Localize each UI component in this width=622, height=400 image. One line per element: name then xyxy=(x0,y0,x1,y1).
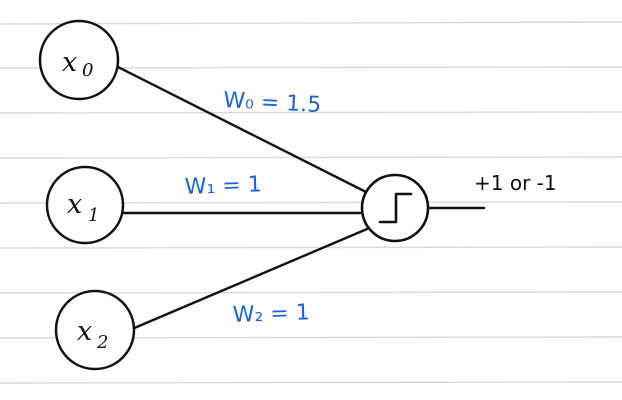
node-circle xyxy=(38,19,120,101)
neuron-node xyxy=(360,173,430,243)
step-function-icon xyxy=(378,192,413,224)
output-label: +1 or -1 xyxy=(474,171,557,195)
connections xyxy=(116,65,486,331)
node-circle xyxy=(54,289,136,371)
ruled-line xyxy=(0,111,622,114)
input-label-x0: x xyxy=(62,47,77,78)
ruled-line xyxy=(0,156,622,159)
input-node-x1: x 1 xyxy=(45,165,125,245)
input-subscript-x2: 2 xyxy=(96,332,108,353)
input-subscript-x0: 0 xyxy=(82,60,93,81)
weight-label-w0: W₀ = 1.5 xyxy=(223,88,322,118)
edge-x0-to-neuron xyxy=(116,65,374,197)
weight-label-w2: W₂ = 1 xyxy=(232,300,310,328)
input-node-x0: x 0 xyxy=(38,19,120,101)
input-node-x2: x 2 xyxy=(54,289,136,371)
node-circle xyxy=(45,165,125,245)
input-subscript-x1: 1 xyxy=(88,205,99,226)
input-label-x2: x xyxy=(77,316,92,347)
edge-x2-to-neuron xyxy=(130,227,369,331)
weight-label-w1: W₁ = 1 xyxy=(184,172,262,200)
input-label-x1: x xyxy=(67,189,82,220)
ruled-line xyxy=(0,381,622,384)
ruled-line xyxy=(0,246,622,249)
ruled-line xyxy=(0,21,622,25)
